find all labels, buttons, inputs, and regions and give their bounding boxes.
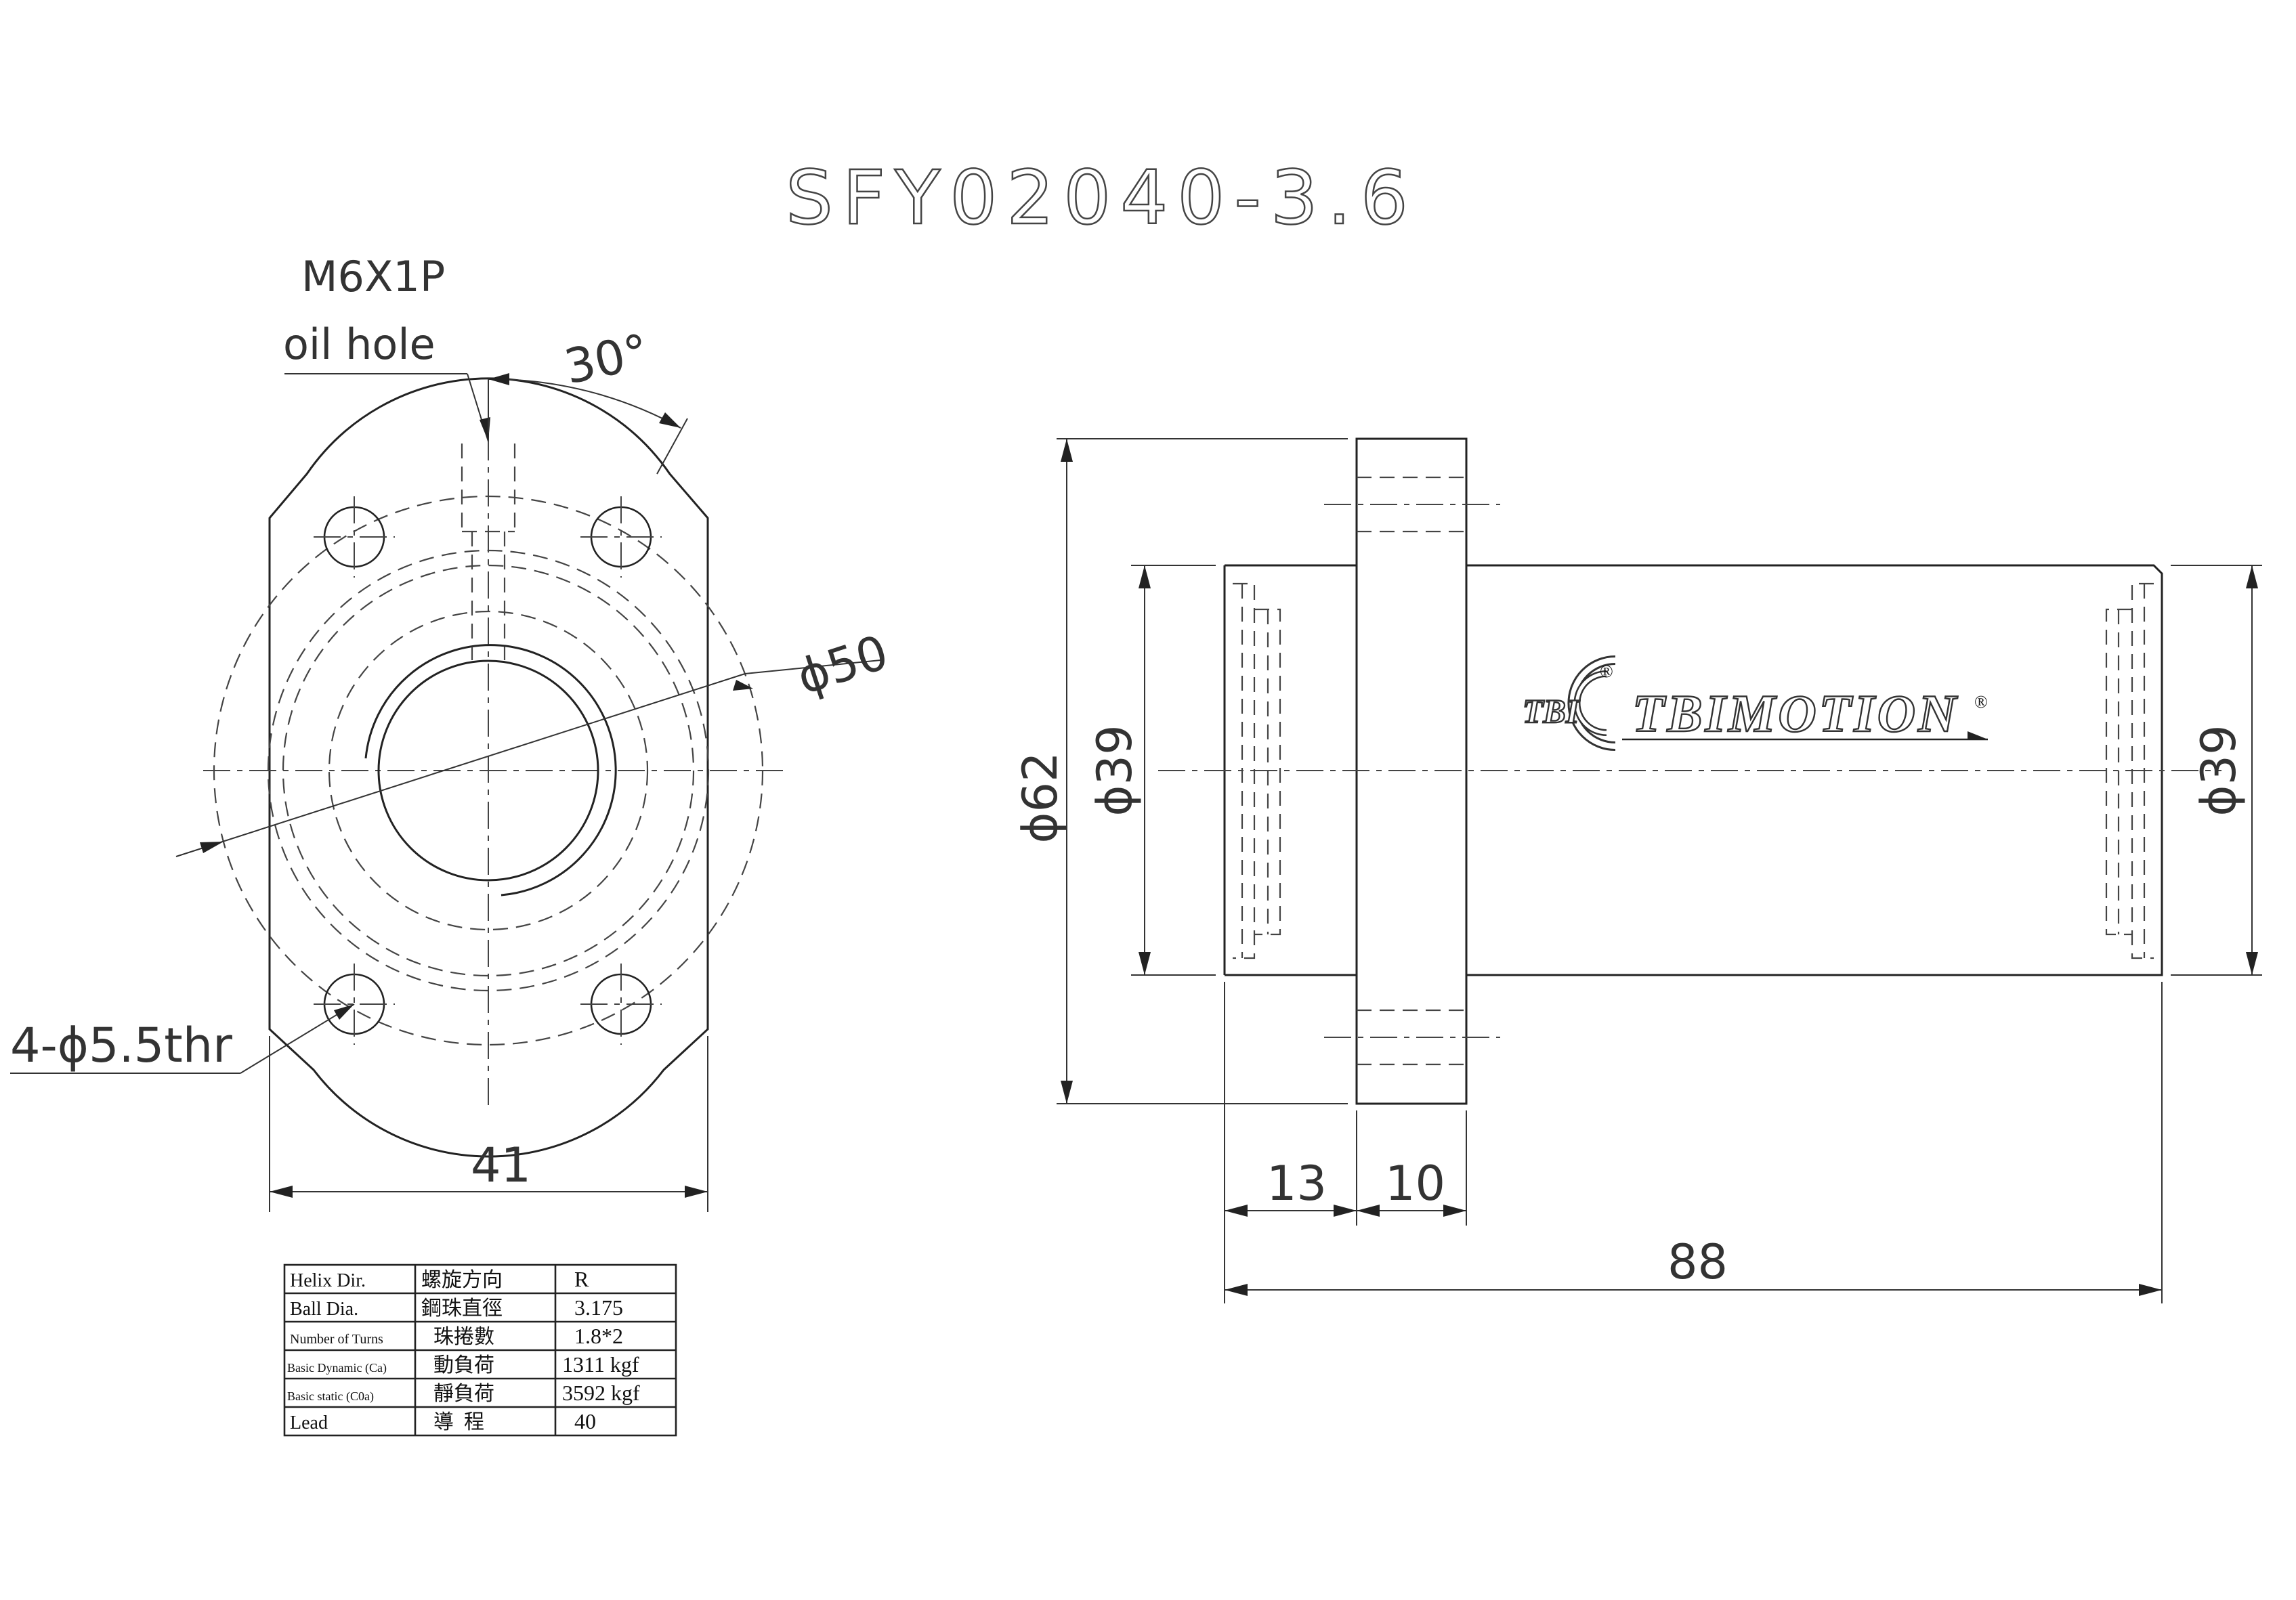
side-view: TBI ® TBIMOTION ® [1158, 437, 2221, 1105]
bolt-circle [267, 549, 710, 992]
flange-hidden-holes [1324, 476, 1500, 1066]
spec-row-helix-value: R [574, 1267, 589, 1291]
spec-row-static-value: 3592 kgf [562, 1381, 640, 1405]
spec-row-static-zh: 靜負荷 [433, 1383, 494, 1405]
spec-row-dynamic-value: 1311 kgf [562, 1352, 639, 1377]
spec-row-turns-value: 1.8*2 [574, 1324, 623, 1348]
spec-row-dynamic-en: Basic Dynamic (Ca) [287, 1361, 387, 1375]
body-od-left-label: ϕ39 [1087, 725, 1143, 816]
screw-bore [377, 660, 599, 882]
spec-row-turns-en: Number of Turns [290, 1332, 383, 1347]
holes-label: 4-ϕ5.5thr [10, 1018, 232, 1073]
inner-hidden-circle [282, 564, 695, 977]
front-view [203, 377, 786, 1158]
brand-name: TBIMOTION [1632, 684, 1959, 743]
brand-emblem-text: TBI [1523, 692, 1580, 730]
spec-row-helix-en: Helix Dir. [290, 1270, 366, 1291]
flange-od-label: ϕ62 [1013, 752, 1068, 843]
nut-body [1225, 564, 2163, 976]
oil-hole [461, 444, 516, 660]
spec-row-lead-value: 40 [574, 1409, 596, 1433]
spec-row-ball-zh: 鋼珠直徑 [421, 1297, 503, 1320]
spec-row-helix-zh: 螺旋方向 [421, 1269, 503, 1291]
flange-thickness-label: 10 [1385, 1156, 1445, 1211]
bolt-circle-label: ϕ50 [790, 624, 895, 706]
spec-row-lead-zh: 導 程 [433, 1411, 484, 1433]
brand-registered-mark: ® [1974, 692, 1988, 712]
total-length-label: 88 [1667, 1234, 1728, 1290]
thread-arc [364, 644, 617, 896]
right-return-tube [2105, 582, 2154, 959]
spec-row-ball-value: 3.175 [574, 1295, 623, 1320]
spec-row-lead-en: Lead [290, 1412, 328, 1433]
brand-logo: TBI ® TBIMOTION ® [1522, 655, 1988, 751]
drawing-title: SFY02040-3.6 [786, 154, 1418, 241]
mounting-holes [314, 496, 662, 1045]
angle-label: 30° [559, 323, 653, 395]
body-od-right-label: ϕ39 [2191, 725, 2247, 816]
left-return-tube [1233, 582, 1281, 959]
side-view-dimensions: ϕ62 ϕ39 ϕ39 13 10 88 [1013, 438, 2262, 1303]
nut-body-hidden-circle [328, 610, 649, 931]
oil-hole-label: oil hole [283, 320, 435, 369]
front-view-dimensions: M6X1P oil hole 30° ϕ50 4-ϕ5.5thr 41 [10, 252, 895, 1212]
flange-outline [268, 377, 709, 1158]
outer-hidden-circle [213, 495, 764, 1046]
flange-offset-label: 13 [1267, 1156, 1327, 1211]
spec-row-dynamic-zh: 動負荷 [433, 1354, 494, 1377]
front-width-label: 41 [471, 1138, 531, 1193]
spec-row-ball-en: Ball Dia. [290, 1299, 358, 1320]
spec-row-static-en: Basic static (C0a) [287, 1389, 374, 1404]
oil-hole-thread-label: M6X1P [301, 252, 445, 301]
spec-row-turns-zh: 珠捲數 [433, 1326, 494, 1348]
spec-table: Helix Dir. 螺旋方向 R Ball Dia. 鋼珠直徑 3.175 N… [283, 1263, 677, 1437]
emblem-registered-mark: ® [1600, 662, 1613, 681]
